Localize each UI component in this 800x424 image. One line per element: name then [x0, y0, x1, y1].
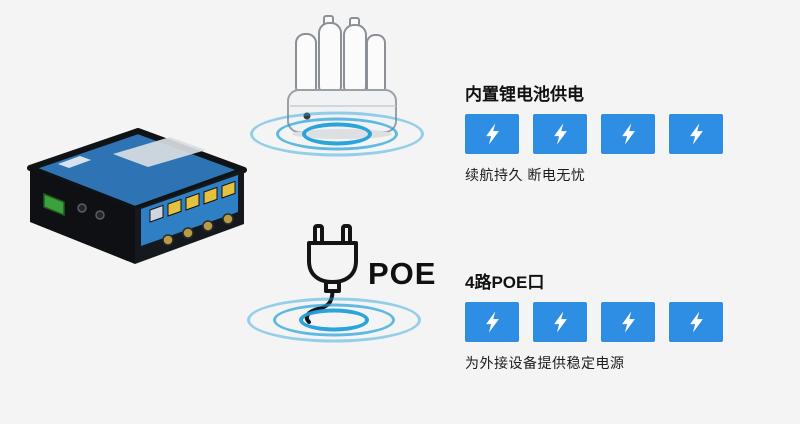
router-device-illustration [18, 118, 252, 270]
power-bolt-tile [533, 114, 587, 154]
poe-feature-title: 4路POE口 [465, 273, 545, 292]
poe-feature-callout: 4路POE口 为外接设备提供稳定电源 [465, 268, 755, 373]
router-icon [27, 128, 247, 264]
lightning-bolt-icon [621, 123, 635, 145]
lightning-bolt-icon [553, 311, 567, 333]
power-bolt-tile [601, 114, 655, 154]
poe-bolt-tiles [465, 302, 755, 342]
power-bolt-tile [669, 114, 723, 154]
battery-feature-title: 内置锂电池供电 [465, 85, 584, 104]
poe-signal-ripple [246, 296, 421, 344]
lightning-bolt-icon [485, 311, 499, 333]
power-bolt-tile [533, 302, 587, 342]
battery-bolt-tiles [465, 114, 755, 154]
power-bolt-tile [669, 302, 723, 342]
lightning-bolt-icon [689, 311, 703, 333]
lightning-bolt-icon [485, 123, 499, 145]
lightning-bolt-icon [689, 123, 703, 145]
battery-signal-ripple [250, 110, 424, 158]
battery-feature-subtitle: 续航持久 断电无忧 [465, 167, 586, 183]
power-bolt-tile [465, 114, 519, 154]
battery-feature-callout: 内置锂电池供电 续航持久 断电无忧 [465, 80, 755, 185]
lightning-bolt-icon [553, 123, 567, 145]
poe-feature-subtitle: 为外接设备提供稳定电源 [465, 355, 625, 371]
power-bolt-tile [601, 302, 655, 342]
power-bolt-tile [465, 302, 519, 342]
lightning-bolt-icon [621, 311, 635, 333]
poe-label: POE [368, 256, 437, 291]
